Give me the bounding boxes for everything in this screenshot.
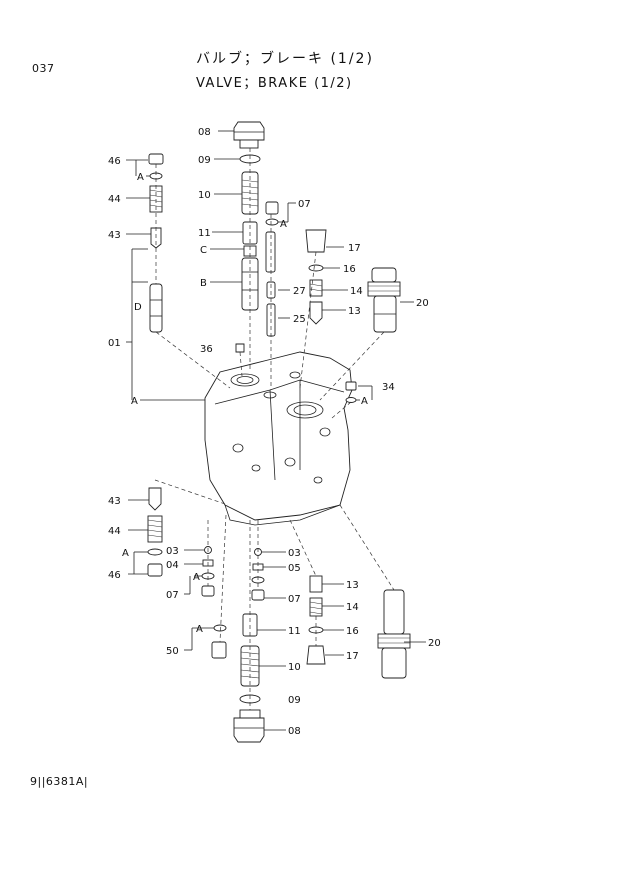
callout-10-top: 10 [198, 190, 211, 201]
part-36-plug [235, 343, 245, 353]
callout-11-bottom: 11 [288, 626, 301, 637]
callout-17-bottom: 17 [346, 651, 359, 662]
callout-a-body: A [131, 396, 138, 407]
page-number: 037 [32, 62, 55, 75]
part-50-plug [211, 641, 227, 659]
callout-16-top: 16 [343, 264, 356, 275]
callout-10-bottom: 10 [288, 662, 301, 673]
document-code: 9||6381A| [30, 775, 89, 788]
callout-17-top: 17 [348, 243, 361, 254]
part-20-relief-valve-top [367, 267, 401, 333]
callout-16-bottom: 16 [346, 626, 359, 637]
callout-20-top: 20 [416, 298, 429, 309]
part-44-spring-bottom [147, 515, 163, 543]
part-43-poppet-bottom [148, 487, 162, 511]
callout-07-top: 07 [298, 199, 311, 210]
part-46-plug-bottom [147, 563, 163, 577]
part-16-oring-top [308, 264, 324, 272]
part-14-spring-top [309, 279, 323, 297]
callout-01: 01 [108, 338, 121, 349]
callout-05: 05 [288, 563, 301, 574]
callout-08-top: 08 [198, 127, 211, 138]
part-13-poppet-top [309, 301, 323, 325]
part-46-oring-bottom [147, 548, 163, 556]
callout-b: B [200, 278, 207, 289]
part-20-relief-valve-bottom [377, 589, 411, 679]
part-pin-top [265, 231, 276, 273]
part-34-plug [345, 381, 357, 403]
callout-d: D [134, 302, 142, 313]
callout-labels: 08 09 10 11 07 A 46 A 44 43 C B D 01 36 … [108, 127, 441, 737]
callout-a-34: A [361, 396, 368, 407]
part-17-plug-bottom [306, 645, 326, 665]
valve-body [204, 351, 353, 526]
callout-c: C [200, 245, 207, 256]
callout-14-bottom: 14 [346, 602, 359, 613]
callout-09-top: 09 [198, 155, 211, 166]
callout-03-right: 03 [288, 548, 301, 559]
callout-46-bottom: 46 [108, 570, 121, 581]
callout-44-bottom: 44 [108, 526, 121, 537]
callout-a-07-top: A [280, 219, 287, 230]
callout-25: 25 [293, 314, 306, 325]
callout-13-bottom: 13 [346, 580, 359, 591]
callout-43-top: 43 [108, 230, 121, 241]
part-13-poppet-bottom [309, 575, 323, 593]
callout-a-07-bottom: A [193, 572, 200, 583]
leader-lines [126, 130, 426, 731]
callout-44-top: 44 [108, 194, 121, 205]
part-07-plug-bottom-right [251, 589, 265, 601]
part-08-plug-bottom [233, 709, 265, 743]
callout-11-top: 11 [198, 228, 211, 239]
callout-07-bottom-right: 07 [288, 594, 301, 605]
callout-08-bottom: 08 [288, 726, 301, 737]
callout-34: 34 [382, 382, 395, 393]
part-07-plug-bottom-left [201, 585, 215, 597]
callout-13-top: 13 [348, 306, 361, 317]
callout-03-left: 03 [166, 546, 179, 557]
callout-09-bottom: 09 [288, 695, 301, 706]
part-08-plug-top [233, 121, 265, 149]
callout-46-top: 46 [108, 156, 121, 167]
part-oring-50 [213, 624, 227, 632]
callout-a-46-bottom: A [122, 548, 129, 559]
callout-20-bottom: 20 [428, 638, 441, 649]
callout-27: 27 [293, 286, 306, 297]
callout-14-top: 14 [350, 286, 363, 297]
callout-a-50: A [196, 624, 203, 635]
part-07-plug-top [265, 201, 279, 226]
title-english: VALVE；BRAKE (1/2) [196, 76, 353, 91]
callout-36: 36 [200, 344, 213, 355]
part-10-sleeve-bottom [240, 645, 260, 687]
title-japanese: バルブ；ブレーキ (1/2) [196, 51, 374, 67]
callout-43-bottom: 43 [108, 496, 121, 507]
callout-04: 04 [166, 560, 179, 571]
assembly-centerlines [154, 148, 395, 710]
part-17-plug-top [305, 229, 327, 253]
callout-50: 50 [166, 646, 179, 657]
part-14-spring-bottom [309, 597, 323, 617]
spool-d [149, 283, 163, 333]
callout-a-46-top: A [137, 172, 144, 183]
callout-07-bottom-left: 07 [166, 590, 179, 601]
